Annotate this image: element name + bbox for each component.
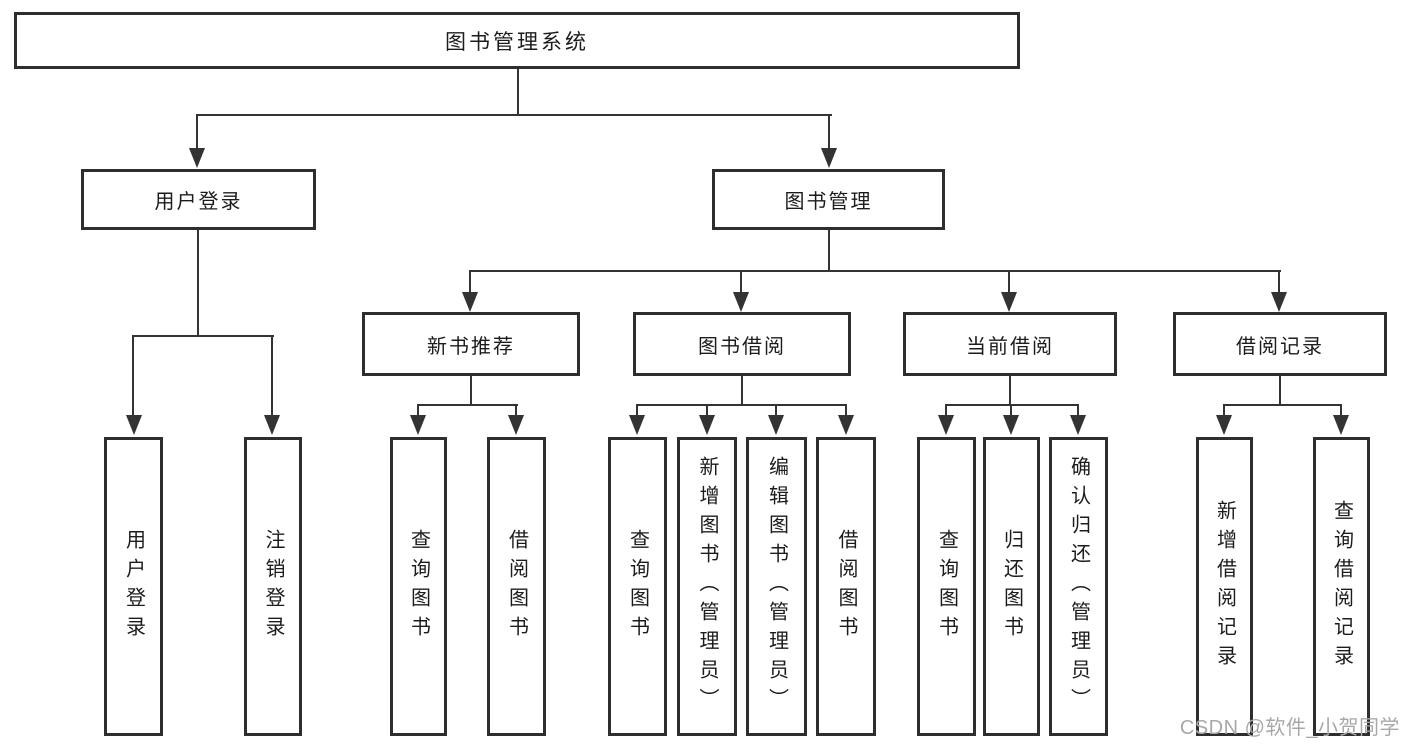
connector-line (636, 404, 638, 417)
node-nb-borrow-books-label: 借阅图书 (505, 528, 528, 645)
node-cb-return-books: 归还图书 (983, 437, 1040, 736)
connector-line (196, 114, 832, 116)
arrow-down-icon (462, 292, 478, 312)
node-nb-query-books-label: 查询图书 (407, 528, 430, 645)
csdn-watermark: CSDN @软件_小贺同学 (1179, 717, 1400, 739)
node-user-login: 用户登录 (81, 169, 316, 230)
node-cb-query-books-label: 查询图书 (935, 528, 958, 645)
connector-line (1278, 270, 1280, 293)
arrow-down-icon (508, 415, 524, 435)
node-bb-query-books-label: 查询图书 (626, 528, 649, 645)
node-book-management: 图书管理 (712, 169, 945, 230)
node-bb-borrow-books: 借阅图书 (816, 437, 876, 736)
connector-line (1279, 376, 1281, 406)
node-current-borrowing: 当前借阅 (903, 312, 1117, 376)
node-leaf-user-login: 用户登录 (104, 437, 163, 736)
arrow-down-icon (1216, 415, 1232, 435)
arrow-down-icon (1003, 415, 1019, 435)
arrow-down-icon (1001, 292, 1017, 312)
connector-line (828, 114, 830, 150)
arrow-down-icon (733, 292, 749, 312)
connector-line (469, 270, 471, 293)
node-bb-add-books-admin-label: 新增图书（管理员） (696, 456, 718, 717)
node-book-borrowing: 图书借阅 (633, 312, 851, 376)
node-br-query-record-label: 查询借阅记录 (1330, 499, 1353, 674)
arrow-down-icon (938, 415, 954, 435)
node-bb-query-books: 查询图书 (608, 437, 667, 736)
connector-line (196, 114, 198, 150)
arrow-down-icon (699, 415, 715, 435)
node-cb-confirm-return-admin-label: 确认归还（管理员） (1067, 456, 1090, 717)
connector-line (636, 404, 847, 406)
node-bb-edit-books-admin-label: 编辑图书（管理员） (765, 456, 788, 717)
arrow-down-icon (410, 415, 426, 435)
arrow-down-icon (838, 415, 854, 435)
node-bb-borrow-books-label: 借阅图书 (835, 528, 857, 645)
connector-line (741, 376, 743, 406)
node-library-management-system: 图书管理系统 (14, 12, 1020, 69)
connector-line (1008, 270, 1010, 293)
arrow-down-icon (264, 415, 280, 435)
connector-line (417, 404, 518, 406)
node-br-add-record: 新增借阅记录 (1196, 437, 1253, 736)
arrow-down-icon (189, 148, 205, 168)
node-bb-add-books-admin: 新增图书（管理员） (677, 437, 737, 736)
node-bb-edit-books-admin: 编辑图书（管理员） (746, 437, 807, 736)
node-cb-confirm-return-admin: 确认归还（管理员） (1049, 437, 1108, 736)
arrow-down-icon (1070, 415, 1086, 435)
node-cb-return-books-label: 归还图书 (1000, 528, 1023, 645)
connector-line (706, 404, 708, 417)
connector-line (469, 270, 1281, 272)
connector-line (470, 376, 472, 406)
connector-line (197, 230, 199, 337)
node-br-query-record: 查询借阅记录 (1313, 437, 1370, 736)
node-nb-query-books: 查询图书 (390, 437, 447, 736)
arrow-down-icon (768, 415, 784, 435)
node-leaf-user-login-label: 用户登录 (122, 528, 145, 645)
connector-line (132, 335, 274, 337)
node-borrowing-records: 借阅记录 (1173, 312, 1387, 376)
connector-line (1340, 404, 1342, 417)
connector-line (1077, 404, 1079, 417)
connector-line (515, 404, 517, 417)
arrow-down-icon (1271, 292, 1287, 312)
connector-line (271, 335, 273, 417)
connector-line (132, 335, 134, 417)
connector-line (945, 404, 947, 417)
node-nb-borrow-books: 借阅图书 (487, 437, 546, 736)
arrow-down-icon (821, 148, 837, 168)
arrow-down-icon (1333, 415, 1349, 435)
connector-line (1223, 404, 1342, 406)
connector-line (740, 270, 742, 293)
connector-line (417, 404, 419, 417)
node-cb-query-books: 查询图书 (917, 437, 976, 736)
connector-line (828, 230, 830, 272)
node-leaf-logout-label: 注销登录 (262, 528, 284, 645)
connector-line (1223, 404, 1225, 417)
connector-line (945, 404, 1079, 406)
connector-line (845, 404, 847, 417)
connector-line (1009, 376, 1011, 406)
arrow-down-icon (126, 415, 142, 435)
node-new-book-recommendation: 新书推荐 (362, 312, 580, 376)
connector-line (1010, 404, 1012, 417)
connector-line (517, 69, 519, 116)
connector-line (775, 404, 777, 417)
node-leaf-logout: 注销登录 (244, 437, 302, 736)
node-br-add-record-label: 新增借阅记录 (1213, 499, 1236, 674)
arrow-down-icon (629, 415, 645, 435)
